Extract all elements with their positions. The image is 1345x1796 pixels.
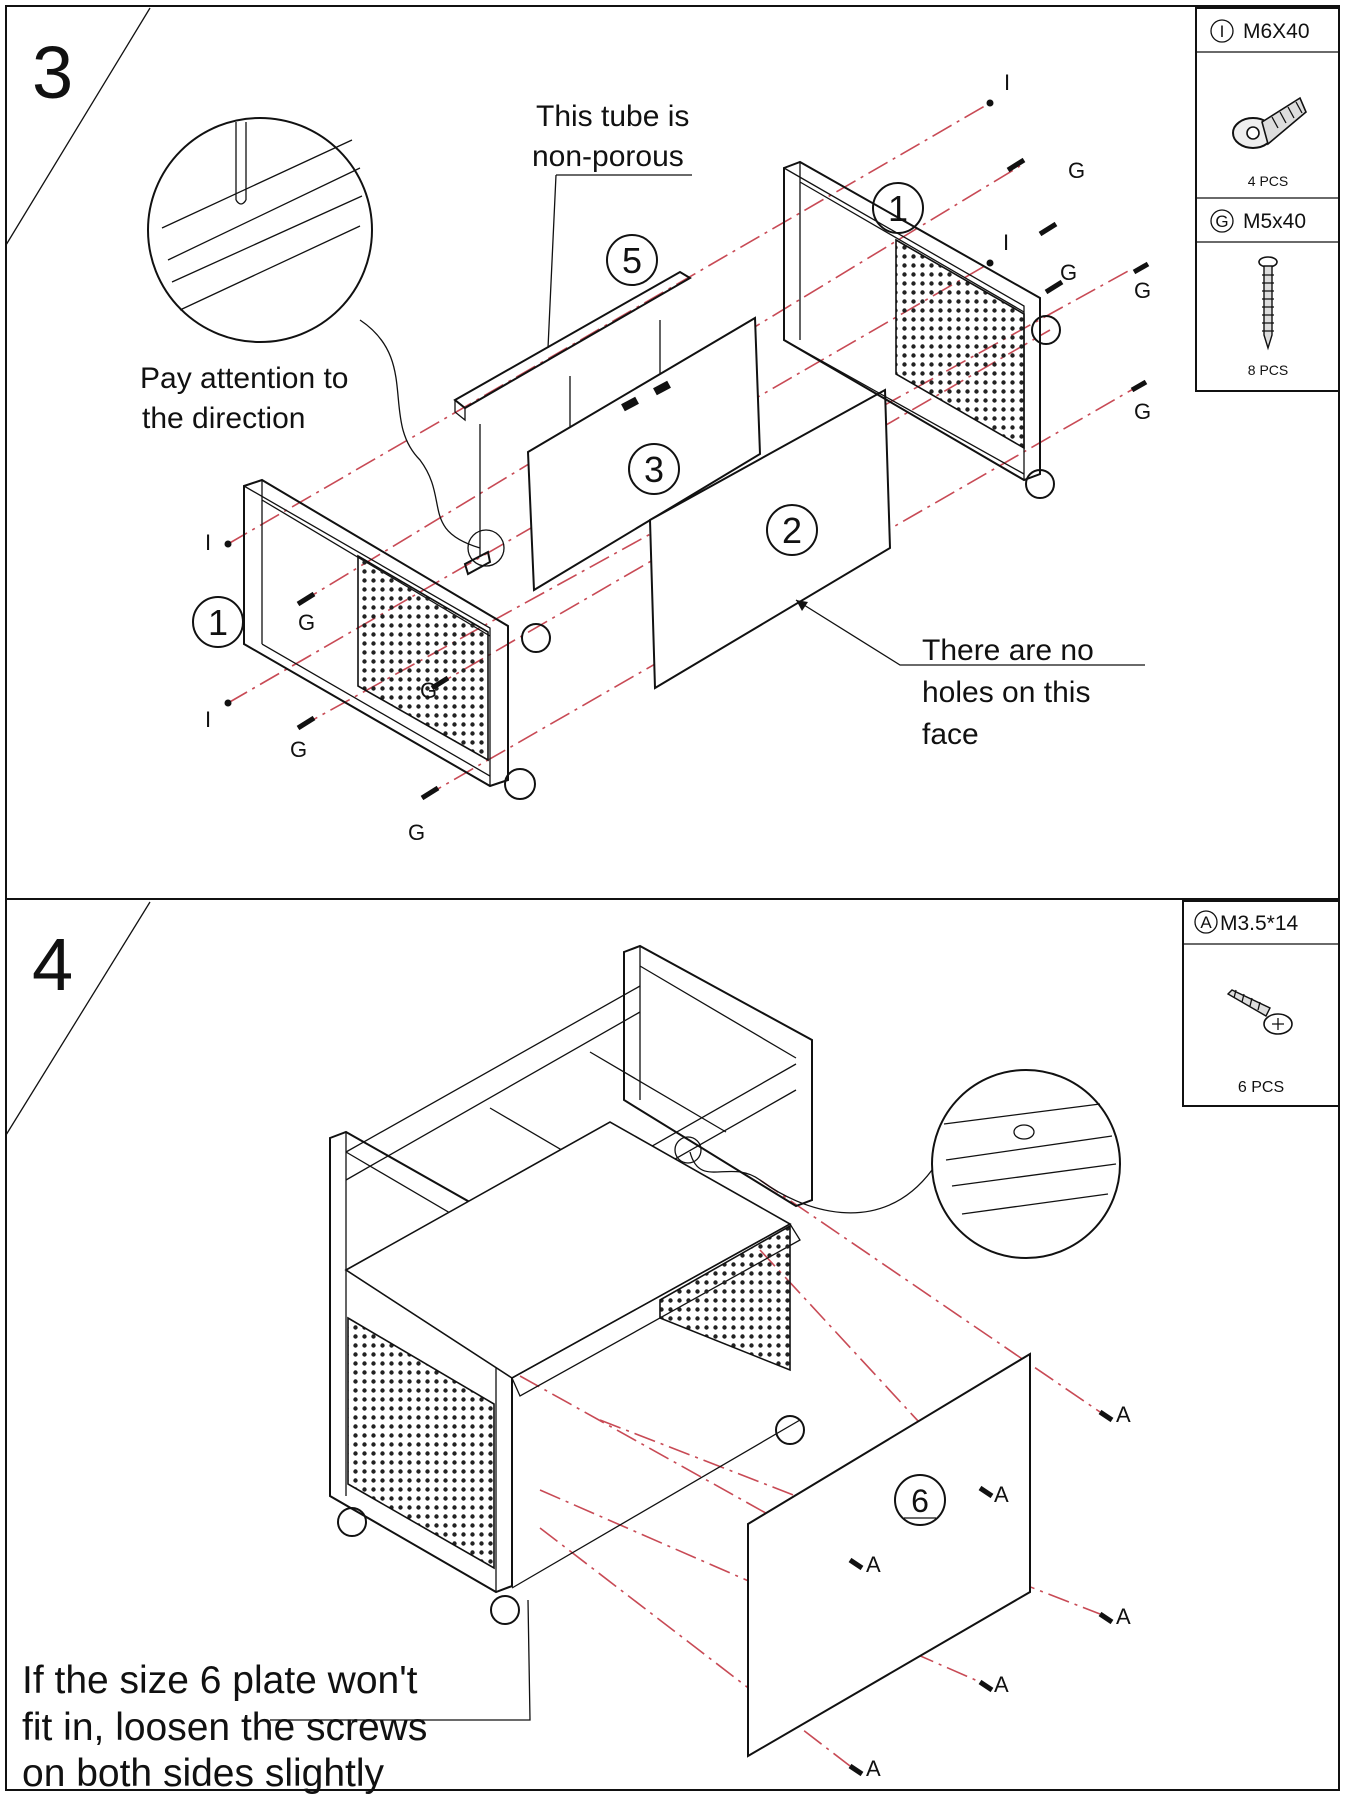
- holes-note-line1: There are no: [922, 634, 1094, 667]
- holes-note-line3: face: [922, 718, 979, 751]
- left-caster-bottom: [504, 768, 536, 800]
- step4-frame: [5, 898, 1340, 1791]
- bottom-note-line3: on both sides slightly: [22, 1752, 385, 1795]
- step3-corner-divider: [5, 7, 151, 246]
- bottom-note-line1: If the size 6 plate won't: [22, 1659, 418, 1702]
- part-callouts-step3: 5 1 1 3 2: [192, 182, 924, 648]
- label-g-5: G: [298, 610, 315, 635]
- part-number-1-left: 1: [208, 602, 228, 643]
- step4-hardware-box: A M3.5*14 6 PCS: [1182, 900, 1340, 1107]
- label-i-top: I: [1004, 70, 1010, 95]
- holes-note-leader: [795, 599, 1145, 666]
- hardware-code-g: G: [1215, 212, 1228, 231]
- label-a-4: A: [1116, 1604, 1131, 1629]
- cart-back-mesh: [659, 1224, 791, 1372]
- long-screw-icon: [1258, 256, 1278, 351]
- label-i-mid: I: [1003, 230, 1009, 255]
- left-mesh-panel: [357, 554, 489, 762]
- part-number-3: 3: [644, 449, 664, 490]
- cart-side-mesh: [347, 1316, 495, 1570]
- holes-note-arrowhead: [796, 600, 808, 611]
- panel-part-2: [648, 388, 892, 690]
- label-a-5: A: [994, 1672, 1009, 1697]
- right-caster-top: [1031, 315, 1061, 345]
- panel-part-3: [526, 316, 762, 592]
- direction-note-line1: Pay attention to: [140, 362, 348, 395]
- screw-letters-step3: I G I G G G I G G I G G: [205, 70, 1151, 845]
- bottom-note-line2: fit in, loosen the screws: [22, 1706, 427, 1749]
- part-number-1-right: 1: [888, 188, 908, 229]
- tube-note-line2: non-porous: [532, 140, 684, 173]
- wood-screw-icon: [1226, 989, 1293, 1035]
- code-circle-g: [1210, 209, 1234, 233]
- label-g-1: G: [1068, 158, 1085, 183]
- label-g-2: G: [1060, 260, 1077, 285]
- label-g-7: G: [290, 737, 307, 762]
- tube-note-line1: This tube is: [536, 100, 689, 133]
- hardware-spec-g: M5x40: [1243, 210, 1306, 233]
- left-caster-top: [521, 623, 551, 653]
- screws-step4: [848, 1409, 1114, 1777]
- label-g-8: G: [408, 820, 425, 845]
- label-g-3: G: [1134, 278, 1151, 303]
- hardware-qty-a: 6 PCS: [1238, 1079, 1284, 1096]
- tube-note-leader: [547, 174, 692, 349]
- part-number-6: 6: [911, 1483, 929, 1519]
- direction-note-line2: the direction: [142, 402, 305, 435]
- label-a-3: A: [866, 1552, 881, 1577]
- label-a-6: A: [866, 1756, 881, 1781]
- panel-part-6: 6: [747, 1352, 1031, 1758]
- step4-corner-divider: [5, 901, 151, 1136]
- hardware-code-a: A: [1200, 913, 1212, 932]
- hardware-spec-i: M6X40: [1243, 20, 1310, 43]
- label-a-1: A: [1116, 1402, 1131, 1427]
- code-circle-i: [1210, 19, 1234, 43]
- step4-number: 4: [32, 923, 73, 1006]
- right-caster-bottom: [1025, 469, 1055, 499]
- screw-letters-step4: A A A A A A: [866, 1402, 1131, 1781]
- code-circle-a: [1194, 910, 1218, 934]
- hardware-code-i: I: [1220, 22, 1225, 41]
- label-i-left-1: I: [205, 530, 211, 555]
- direction-detail-magnifier: [147, 117, 505, 567]
- hardware-qty-g: 8 PCS: [1248, 362, 1288, 378]
- hardware-spec-a: M3.5*14: [1220, 912, 1299, 935]
- part-number-2: 2: [782, 510, 802, 551]
- label-g-4: G: [1134, 399, 1151, 424]
- assembled-cart: [329, 944, 813, 1625]
- part-number-5: 5: [622, 240, 642, 281]
- hex-bolt-icon: [1232, 96, 1307, 149]
- screws-step3: [224, 99, 1150, 801]
- step3-number: 3: [32, 31, 73, 114]
- right-side-frame: [783, 160, 1061, 499]
- screw-hole-detail-magnifier: [674, 1069, 1121, 1259]
- holes-note-line2: holes on this: [922, 676, 1090, 709]
- label-a-2: A: [994, 1482, 1009, 1507]
- step3-hardware-box: I M6X40 4 PCS G M5x40 8 PCS: [1195, 7, 1340, 392]
- right-mesh-panel: [895, 238, 1025, 450]
- label-i-left-2: I: [205, 707, 211, 732]
- hardware-qty-i: 4 PCS: [1248, 173, 1288, 189]
- left-side-frame: [243, 478, 551, 800]
- label-g-6: G: [420, 678, 437, 703]
- bottom-note-leader: [270, 1599, 531, 1721]
